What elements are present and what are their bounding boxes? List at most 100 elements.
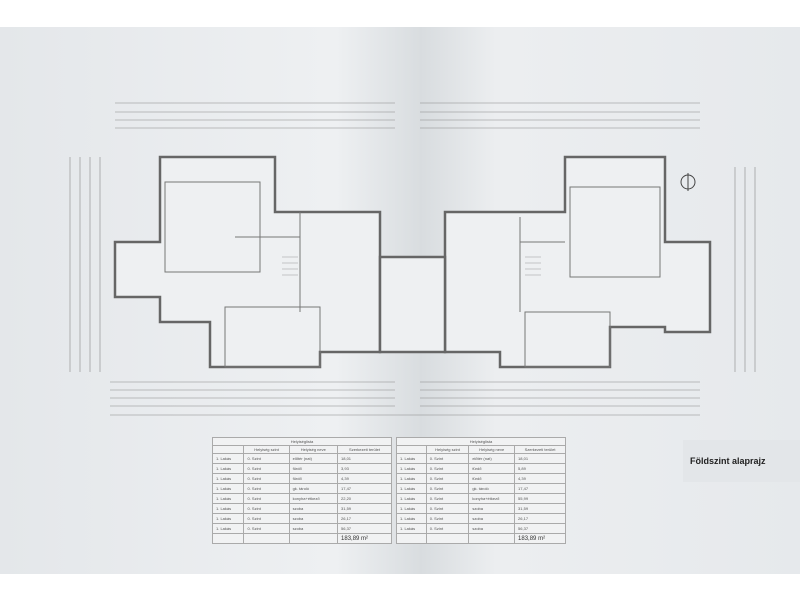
table-cell: 0. Szint (425, 453, 470, 464)
table-cell: 0. Szint (425, 493, 470, 504)
floor-plan-drawing (69, 102, 756, 416)
room-list-table-right: Helyiséglista Helyiség szint Helyiség ne… (396, 437, 566, 544)
table-cell: 1. Lakás (211, 483, 245, 494)
table-cell: 56,37 (337, 523, 392, 534)
table-cell: 1. Lakás (211, 503, 245, 514)
column-header: Szerkezeti terület (514, 445, 566, 454)
table-cell: 1. Lakás (396, 513, 427, 524)
table-cell: 0. Szint (425, 463, 470, 474)
interior-walls (164, 181, 661, 368)
table-cell: 26,17 (337, 513, 392, 524)
table-cell: 0. Szint (425, 503, 470, 514)
table-cell: 1. Lakás (396, 453, 427, 464)
table-cell: gk. tároló (468, 483, 516, 494)
table-cell: 0. Szint (425, 473, 470, 484)
table-cell: 4,39 (514, 473, 566, 484)
drawing-title: Földszint alaprajz (690, 456, 766, 466)
table-cell: előtér (nat) (468, 453, 516, 464)
table-cell: 22,20 (337, 493, 392, 504)
column-header: Helyiség neve (288, 445, 339, 454)
dimension-lines (69, 102, 756, 416)
table-cell: 0. Szint (425, 523, 470, 534)
walls (113, 155, 712, 369)
table-cell: 0. Szint (243, 493, 290, 504)
table-cell: 56,37 (514, 523, 566, 534)
table-cell: 0. Szint (243, 473, 290, 484)
column-header: Helyiség szint (425, 445, 470, 454)
table-cell: 0. Szint (243, 513, 290, 524)
table-cell: 1. Lakás (396, 503, 427, 514)
table-cell: 55,99 (514, 493, 566, 504)
table-cell: 1. Lakás (211, 463, 245, 474)
stairs (282, 256, 541, 276)
table-cell: 0. Szint (243, 453, 290, 464)
table-cell: 0. Szint (243, 483, 290, 494)
table-cell: konyha+étkező (288, 493, 339, 504)
table-cell: 0. Szint (243, 503, 290, 514)
table-cell: 5,89 (514, 463, 566, 474)
table-cell: 1. Lakás (211, 473, 245, 484)
column-header (211, 445, 245, 454)
table-cell: 3,93 (337, 463, 392, 474)
table-cell: 1. Lakás (396, 493, 427, 504)
table-cell: 18,01 (337, 453, 392, 464)
column-header (396, 445, 427, 454)
table-cell: szoba (288, 513, 339, 524)
table-cell: fürdő (288, 473, 339, 484)
table-caption: Helyiséglista (396, 437, 566, 446)
table-cell: fürdő (288, 463, 339, 474)
table-cell: 1. Lakás (211, 513, 245, 524)
table-cell: 17,47 (337, 483, 392, 494)
table-cell: 1. Lakás (396, 473, 427, 484)
table-cell: fürdő (468, 463, 516, 474)
table-cell: szoba (288, 503, 339, 514)
total-area: 183,89 m² (337, 533, 392, 544)
table-cell: 17,47 (514, 483, 566, 494)
column-header: Helyiség neve (468, 445, 516, 454)
table-cell: 1. Lakás (211, 453, 245, 464)
north-arrow-icon (680, 173, 696, 191)
table-cell: szoba (468, 513, 516, 524)
column-header: Szerkezeti terület (337, 445, 392, 454)
table-cell: szoba (468, 503, 516, 514)
column-header: Helyiség szint (243, 445, 290, 454)
table-cell: szoba (288, 523, 339, 534)
title-label-box (683, 440, 800, 482)
table-cell: konyha+étkező (468, 493, 516, 504)
table-cell: 0. Szint (243, 523, 290, 534)
table-cell: gk. tároló (288, 483, 339, 494)
table-cell: 18,01 (514, 453, 566, 464)
table-cell: 31,59 (337, 503, 392, 514)
table-cell: 1. Lakás (396, 483, 427, 494)
table-cell: 4,39 (337, 473, 392, 484)
table-cell: 1. Lakás (211, 493, 245, 504)
table-cell: 26,17 (514, 513, 566, 524)
table-cell: szoba (468, 523, 516, 534)
table-cell: 31,59 (514, 503, 566, 514)
table-cell: 1. Lakás (396, 523, 427, 534)
table-cell: 0. Szint (425, 513, 470, 524)
table-cell: előtér (nat) (288, 453, 339, 464)
table-caption: Helyiséglista (212, 437, 392, 446)
total-area: 183,89 m² (514, 533, 566, 544)
table-cell: 0. Szint (243, 463, 290, 474)
room-list-table-left: Helyiséglista Helyiség szint Helyiség ne… (211, 437, 392, 544)
table-cell: 1. Lakás (211, 523, 245, 534)
table-cell: fürdő (468, 473, 516, 484)
